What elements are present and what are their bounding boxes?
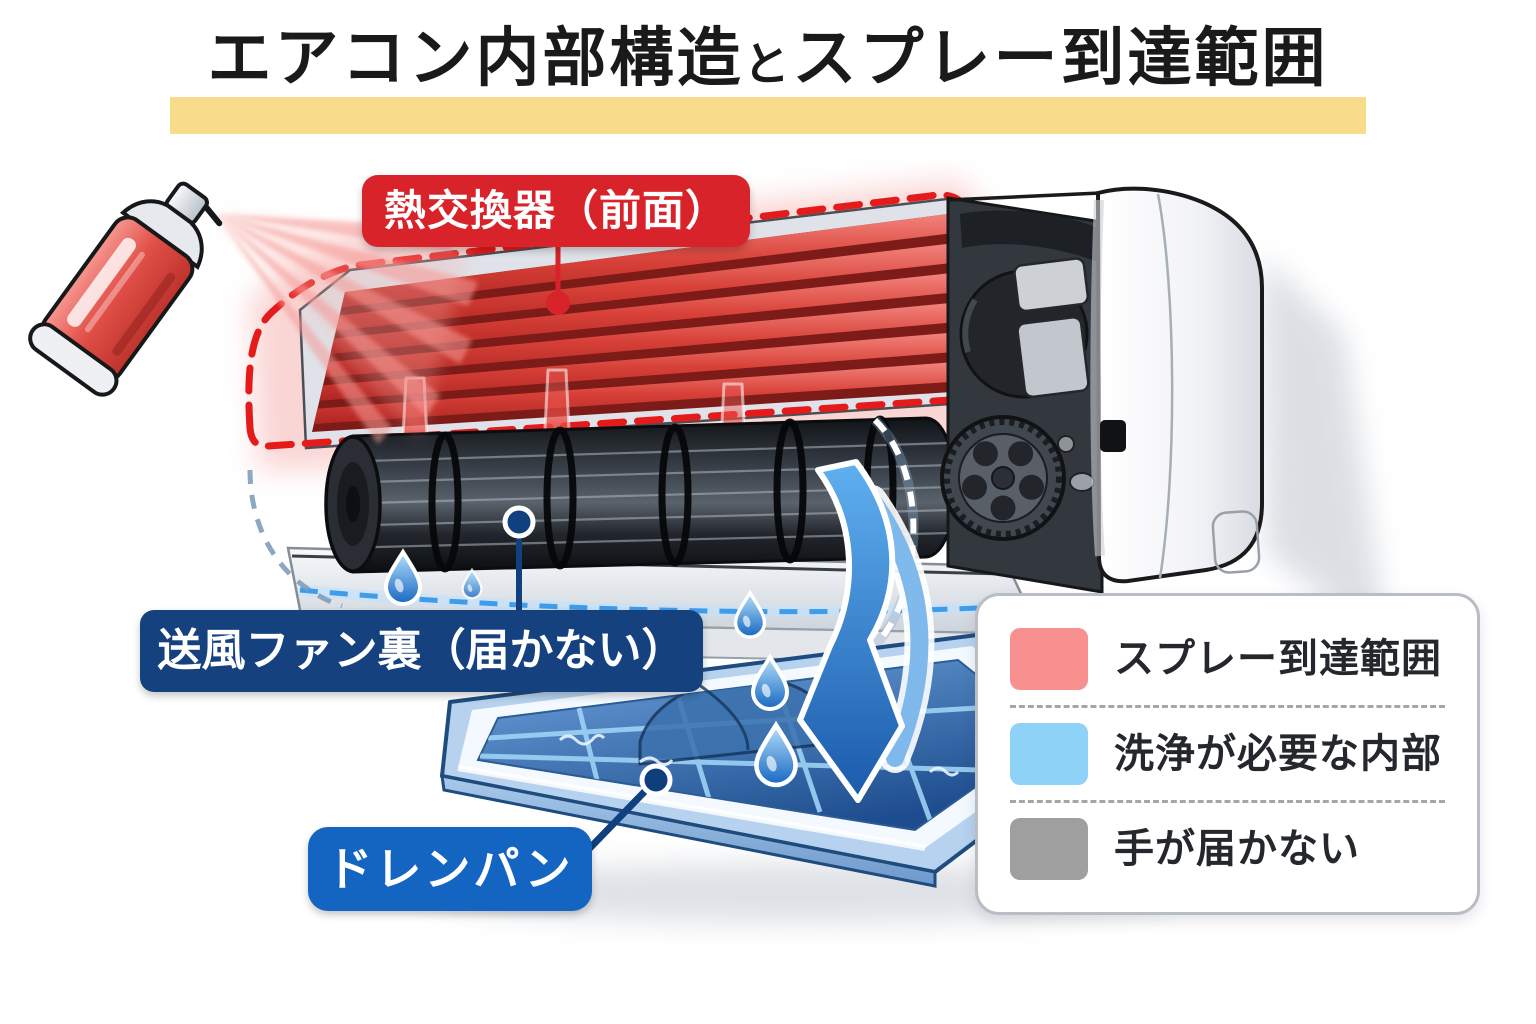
- title-highlight-bar: [170, 97, 1366, 134]
- legend-label: 洗浄が必要な内部: [1114, 732, 1442, 776]
- heat-exchanger: [298, 196, 980, 450]
- pointer-dot-fan-back: [502, 505, 536, 539]
- spray-can-icon: [28, 181, 478, 444]
- callout-heat-exchanger: 熱交換器（前面）: [362, 175, 750, 247]
- legend-swatch-spray-range: [1010, 628, 1088, 690]
- water-flow-arrow-icon: [797, 459, 905, 803]
- pointer-dot-heat-exchanger: [546, 291, 570, 315]
- fan-motor-module: [940, 196, 1104, 594]
- spray-mist: [216, 214, 478, 444]
- title-part2: スプレー到達範囲: [792, 22, 1329, 94]
- callout-fan-back: 送風ファン裏（届かない）: [140, 610, 703, 692]
- legend-swatch-needs-cleaning: [1010, 723, 1088, 785]
- legend-label: 手が届かない: [1114, 827, 1360, 871]
- legend-label: スプレー到達範囲: [1114, 637, 1442, 681]
- title-part1: エアコン内部構造: [207, 22, 744, 94]
- page-title: エアコン内部構造とスプレー到達範囲: [0, 26, 1536, 90]
- left-dashed-outline: [247, 469, 343, 609]
- water-flow-arrows: [797, 459, 935, 803]
- callout-drain-pan: ドレンパン: [308, 827, 592, 911]
- legend-item-needs-cleaning: 洗浄が必要な内部: [978, 708, 1477, 800]
- pointer-dot-drain-pan: [639, 763, 673, 797]
- legend-item-spray-range: スプレー到達範囲: [978, 613, 1477, 705]
- blower-fan: [324, 415, 957, 574]
- legend-separator: [1010, 800, 1445, 803]
- title-particle: と: [743, 38, 793, 90]
- callout-pointers: [502, 247, 673, 853]
- legend: スプレー到達範囲 洗浄が必要な内部 手が届かない: [975, 593, 1480, 915]
- spray-reach-dashed-outline: [245, 191, 976, 450]
- legend-separator: [1010, 705, 1445, 708]
- casing-clip: [1100, 420, 1126, 452]
- fan-gear-wheel: [940, 415, 1066, 541]
- legend-swatch-out-of-reach: [1010, 818, 1088, 880]
- unit-casing: [947, 186, 1264, 584]
- legend-item-out-of-reach: 手が届かない: [978, 803, 1477, 895]
